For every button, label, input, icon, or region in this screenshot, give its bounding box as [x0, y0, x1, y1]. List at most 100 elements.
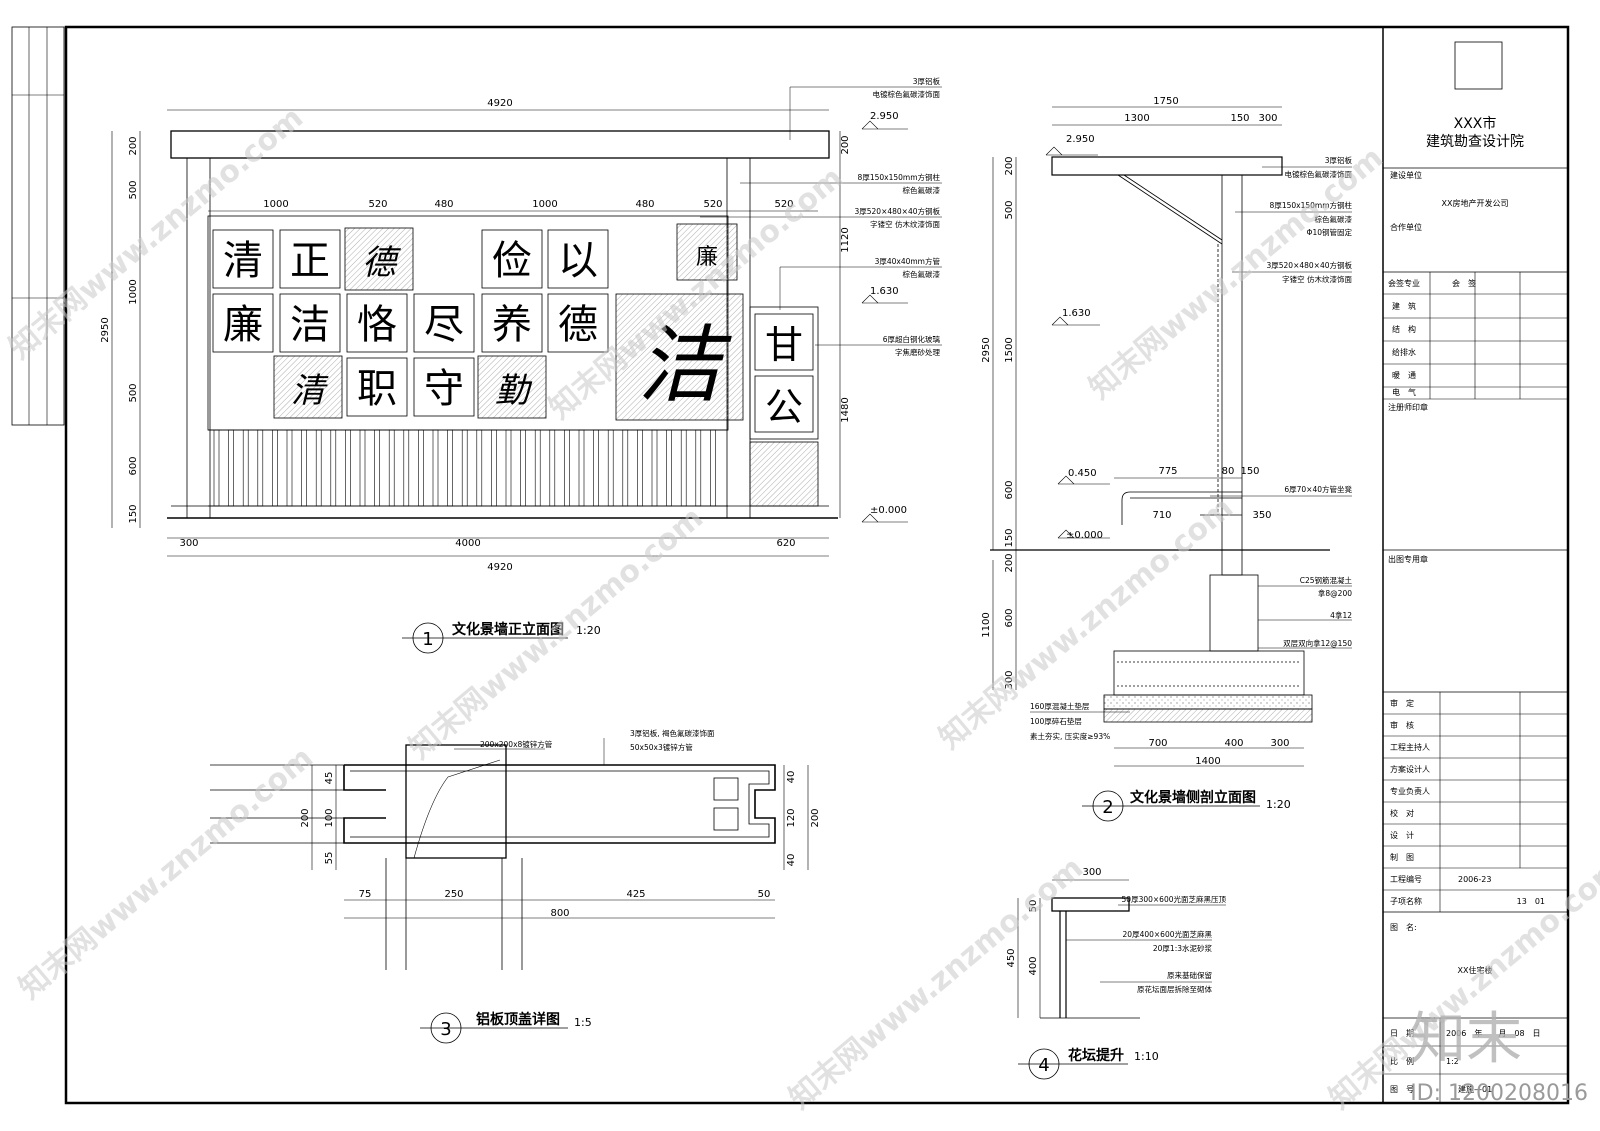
v1-note-9: 6厚超白钢化玻璃: [883, 334, 941, 344]
v1-slat: [447, 429, 453, 507]
v1-note-7: 3厚40x40mm方管: [875, 256, 941, 266]
v4-dim-left-1: 50: [1028, 900, 1039, 913]
v1-title: 文化景墙正立面图: [452, 621, 564, 638]
role-2: 审 核: [1390, 720, 1414, 730]
v2-concrete-bed: [1103, 694, 1313, 710]
v3-dim-right-total: 200: [810, 808, 821, 827]
v4-dim-left-total: 450: [1006, 948, 1017, 967]
v2-note-10: 拿8@200: [1318, 588, 1352, 598]
v2-roof-plate: [1051, 156, 1283, 176]
issue-label: 出图专用章: [1388, 554, 1428, 564]
v3-dim-bottom-3: 425: [626, 889, 645, 900]
char-jian: 俭: [492, 238, 532, 284]
watermark-7: 知末网www.znzmo.com: [783, 850, 1090, 1116]
v3-dim-left-3: 55: [324, 852, 335, 865]
char-yi: 以: [558, 238, 598, 284]
v4-dimensions: 300 50 400 450: [1006, 867, 1129, 1018]
char-zheng: 正: [290, 238, 330, 284]
v1-hatch-panel-3: [273, 355, 343, 419]
view-4-planter: [1040, 897, 1140, 1019]
v1-dim-panel-2: 520: [368, 199, 387, 210]
date-label: 日 期: [1390, 1029, 1414, 1038]
v4-notes: 50厚300×600光面芝麻黑压顶 20厚400×600光面芝麻黑 20厚1:3…: [1066, 894, 1226, 994]
v1-dim-bottom-3: 620: [776, 538, 795, 549]
v1-slat: [549, 429, 556, 507]
v1-dim-bottom-total: 4920: [487, 562, 512, 573]
v3-dimensions: 45 100 55 200 40 120 40 200 75 250 425 5…: [300, 765, 821, 919]
v1-slat: [257, 429, 264, 507]
v1-dim-left-3: 1000: [128, 279, 139, 304]
v3-dim-right-3: 40: [786, 854, 797, 867]
role-1: 审 定: [1390, 698, 1414, 708]
scale-value: 1:2: [1446, 1057, 1459, 1066]
v1-dim-right-3: 1480: [840, 397, 851, 422]
v3-scale: 1:5: [574, 1016, 592, 1029]
v1-level-2: 1.630: [870, 286, 899, 297]
watermark-logo: 知末: [1410, 1007, 1522, 1072]
char-jie: 洁: [290, 302, 330, 348]
v1-top-cap: [170, 130, 830, 159]
v1-level-3: ±0.000: [870, 505, 907, 516]
char-yang: 养: [492, 302, 532, 348]
v2-dim-left-7: 600: [1004, 608, 1015, 627]
v1-slat: [534, 429, 541, 507]
role-8: 制 图: [1390, 852, 1414, 862]
v1-dim-panel-3: 480: [434, 199, 453, 210]
v1-note-2: 电镀棕色氟碳漆饰面: [873, 89, 941, 99]
char-lian: 廉: [223, 302, 263, 348]
v2-note-6: 3厚520×480×40方钢板: [1266, 260, 1352, 270]
discipline-1: 建 筑: [1392, 301, 1416, 311]
char-qin: 勤: [495, 371, 533, 411]
v2-note-9: C25钢筋混凝土: [1300, 575, 1353, 585]
v4-scale: 1:10: [1134, 1050, 1159, 1063]
discipline-3: 给排水: [1392, 347, 1416, 357]
v1-dim-panel-5: 480: [635, 199, 654, 210]
v1-dim-panel-6: 520: [703, 199, 722, 210]
v4-note-2: 20厚400×600光面芝麻黑: [1123, 929, 1213, 939]
v1-slat: [228, 429, 234, 507]
v2-number: 2: [1102, 797, 1113, 818]
v3-note-3: 50x50x3镀锌方管: [630, 742, 693, 752]
v2-dim-bench-3: 150: [1240, 466, 1259, 477]
date-value: 2006 年 月 08 日: [1446, 1028, 1541, 1038]
v2-dim-bottom-1: 700: [1148, 738, 1167, 749]
view-1-front-elevation: [167, 130, 838, 519]
v3-dim-bottom-1: 75: [359, 889, 372, 900]
v4-coping: [1051, 897, 1130, 912]
discipline-4: 暖 通: [1392, 370, 1416, 380]
v1-note-5: 3厚520×480×40方钢板: [854, 206, 940, 216]
v2-note-12: 双层双向拿12@150: [1283, 638, 1352, 648]
v2-bench: [1121, 491, 1242, 525]
v2-dim-top-2: 150: [1230, 113, 1249, 124]
v2-dimensions: 1750 1300 150 300 200 500 1500 600 150 2…: [981, 96, 1304, 767]
v2-note-15: 素土夯实, 压实度≥93%: [1030, 731, 1110, 741]
v1-dim-left-1: 200: [128, 136, 139, 155]
sheet-value: 建施—01: [1458, 1084, 1492, 1094]
v1-slat: [710, 429, 716, 507]
v1-scale: 1:20: [576, 624, 601, 637]
v1-big-panel: [615, 293, 744, 421]
v1-slat: [301, 429, 307, 507]
v1-hatch-panel-1: [344, 227, 414, 291]
v3-dim-bottom-total: 800: [550, 908, 569, 919]
v1-slat: [359, 429, 366, 507]
v1-slat: [315, 429, 322, 507]
v4-note-1: 50厚300×600光面芝麻黑压顶: [1122, 894, 1227, 904]
v1-slats: [213, 429, 716, 507]
char-qing: 清: [223, 238, 263, 284]
v1-hatch-panel-4: [477, 355, 547, 419]
v2-note-2: 电镀棕色氟碳漆饰面: [1285, 169, 1353, 179]
v1-slat: [432, 429, 439, 507]
v2-dim-top-1: 1300: [1124, 113, 1149, 124]
v1-dim-left-2: 500: [128, 180, 139, 199]
v2-dim-left-5: 150: [1004, 528, 1015, 547]
v1-slat: [578, 429, 585, 507]
v2-note-7: 字镂空 仿木纹漆饰面: [1282, 274, 1352, 284]
v2-dim-left-6: 200: [1004, 553, 1015, 572]
v1-slat: [637, 429, 643, 507]
v1-side-panel-hatch: [749, 441, 819, 507]
watermark-1: 知末网www.znzmo.com: [3, 100, 310, 366]
v2-dim-bench-5: 350: [1252, 510, 1271, 521]
v1-slat: [388, 429, 395, 507]
v2-dim-left-1: 200: [1004, 156, 1015, 175]
